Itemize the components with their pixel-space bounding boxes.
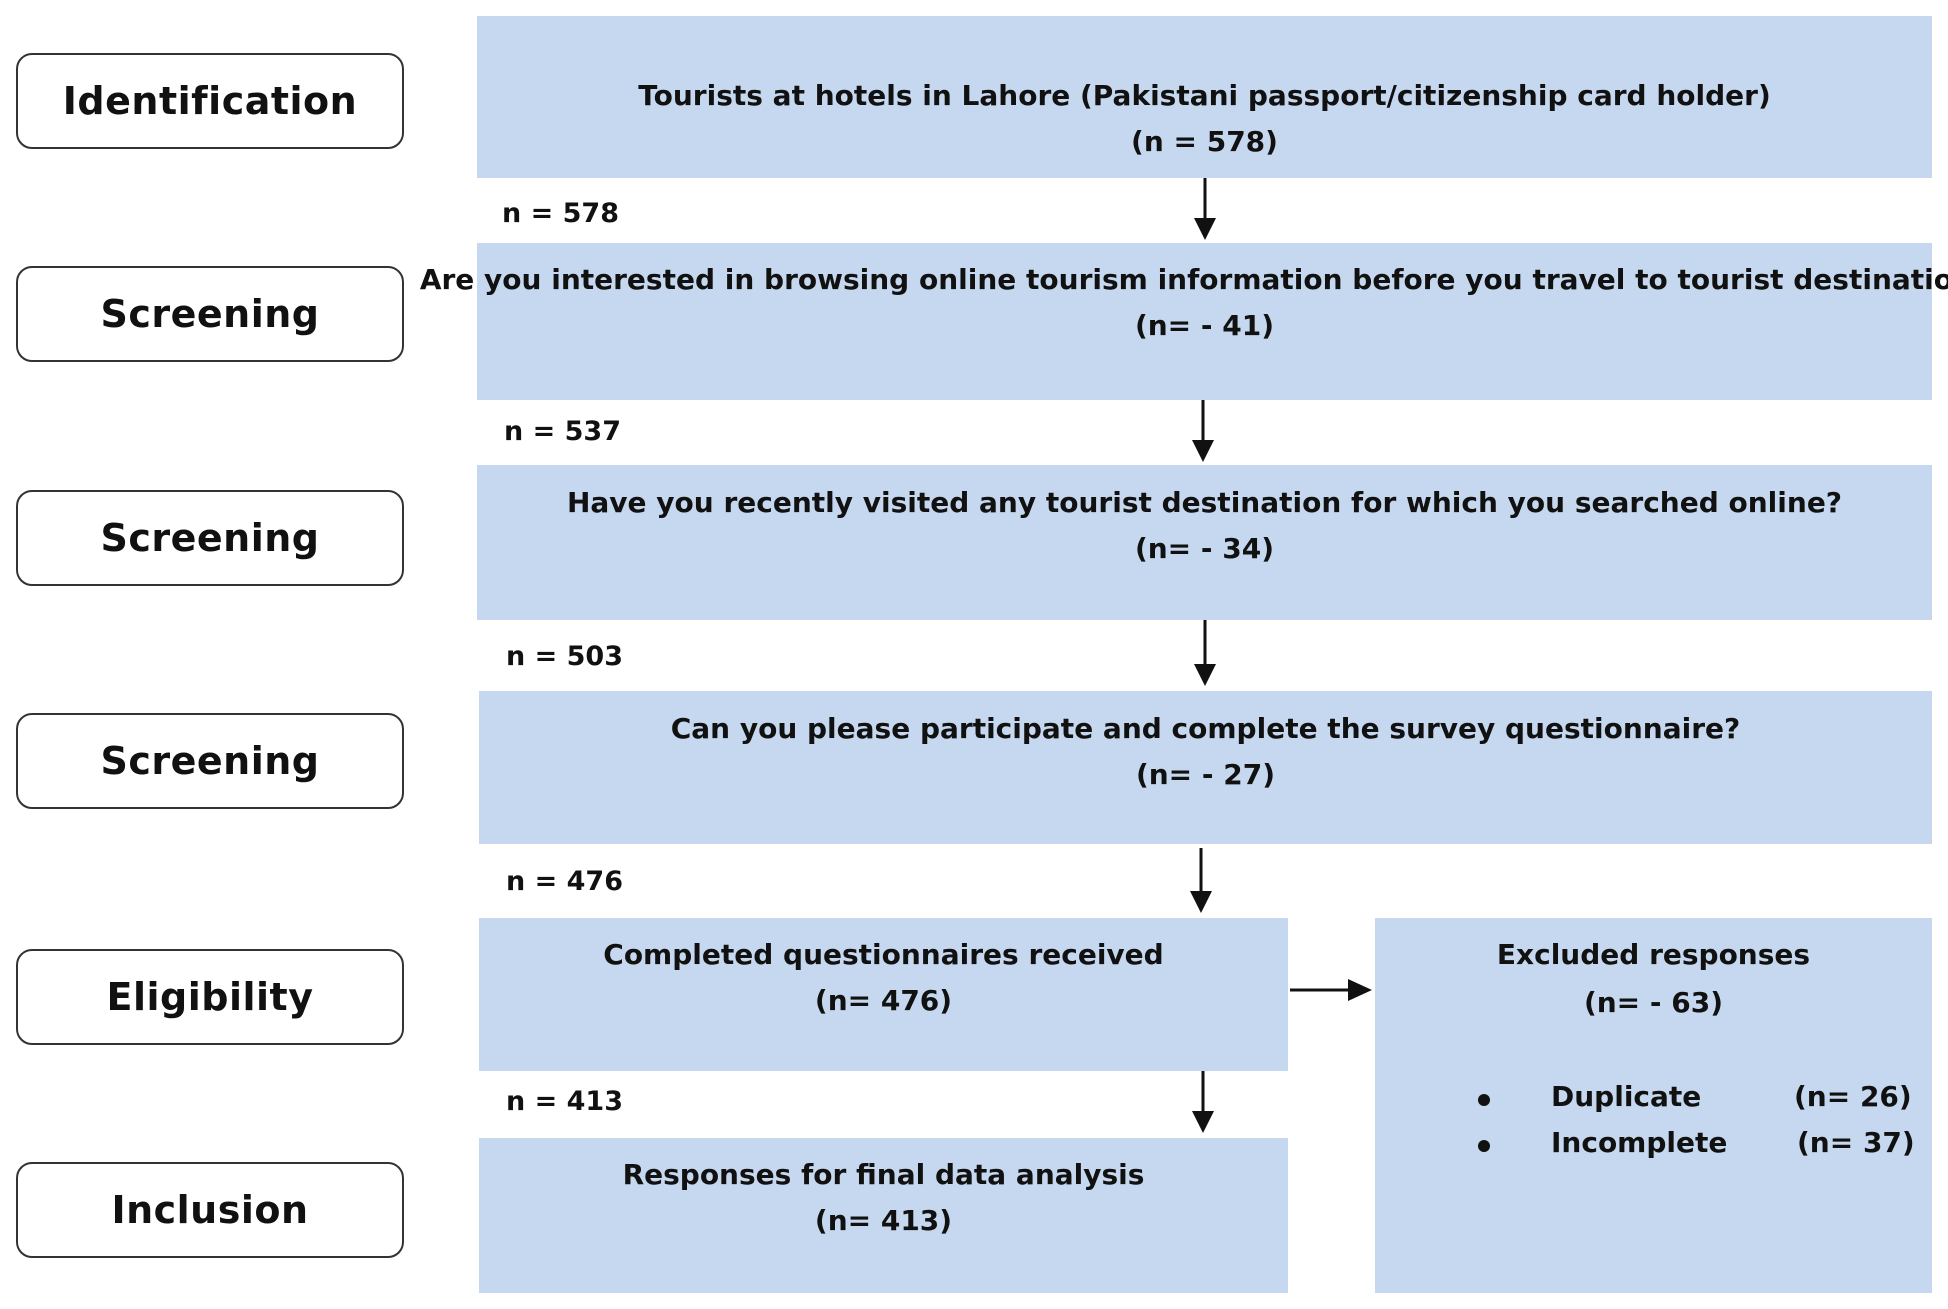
flow-count-2: n = 537	[504, 416, 622, 447]
eligibility-count: (n= 476)	[814, 984, 953, 1017]
flow-count-1: n = 578	[502, 198, 620, 229]
flow-count-4: n = 476	[506, 866, 624, 897]
stage-screening-2: Screening	[16, 490, 404, 586]
screening-3-count: (n= - 27)	[1135, 758, 1276, 791]
stage-inclusion: Inclusion	[16, 1162, 404, 1258]
inclusion-box: Responses for final data analysis (n= 41…	[479, 1138, 1288, 1293]
screening-1-question: Are you interested in browsing online to…	[419, 263, 1948, 296]
arrow-3-head	[1194, 664, 1216, 686]
eligibility-box: Completed questionnaires received (n= 47…	[479, 918, 1288, 1071]
excluded-item-duplicate-label: Duplicate	[1551, 1080, 1702, 1113]
screening-1-count: (n= - 41)	[1134, 309, 1275, 342]
excluded-item-duplicate-count: (n= 26)	[1794, 1080, 1912, 1113]
flow-count-3: n = 503	[506, 641, 624, 672]
stage-identification: Identification	[16, 53, 404, 149]
stage-eligibility: Eligibility	[16, 949, 404, 1045]
excluded-item-incomplete-label: Incomplete	[1551, 1126, 1728, 1159]
identification-text: Tourists at hotels in Lahore (Pakistani …	[638, 79, 1771, 112]
screening-2-count: (n= - 34)	[1134, 532, 1275, 565]
arrow-1-head	[1194, 218, 1216, 240]
screening-box-1: Are you interested in browsing online to…	[420, 243, 1948, 400]
excluded-text: Excluded responses	[1496, 938, 1811, 971]
arrow-right-head	[1348, 979, 1372, 1001]
arrow-4-head	[1190, 891, 1212, 913]
identification-count: (n = 578)	[1131, 125, 1278, 158]
screening-box-2: Have you recently visited any tourist de…	[477, 465, 1932, 620]
eligibility-text: Completed questionnaires received	[603, 938, 1164, 971]
arrow-5-head	[1192, 1111, 1214, 1133]
arrow-2-head	[1192, 440, 1214, 462]
inclusion-count: (n= 413)	[814, 1204, 953, 1237]
excluded-box: Excluded responses (n= - 63)	[1375, 918, 1932, 1293]
identification-box: Tourists at hotels in Lahore (Pakistani …	[477, 16, 1932, 178]
excluded-item-incomplete-count: (n= 37)	[1797, 1126, 1915, 1159]
bullet-icon	[1478, 1094, 1490, 1106]
stage-screening-3: Screening	[16, 713, 404, 809]
flow-count-5: n = 413	[506, 1086, 624, 1117]
screening-3-question: Can you please participate and complete …	[670, 712, 1741, 745]
excluded-count: (n= - 63)	[1583, 986, 1724, 1019]
bullet-icon	[1478, 1140, 1490, 1152]
stage-screening-1: Screening	[16, 266, 404, 362]
screening-box-3: Can you please participate and complete …	[479, 691, 1932, 844]
screening-2-question: Have you recently visited any tourist de…	[566, 486, 1843, 519]
inclusion-text: Responses for final data analysis	[622, 1158, 1145, 1191]
